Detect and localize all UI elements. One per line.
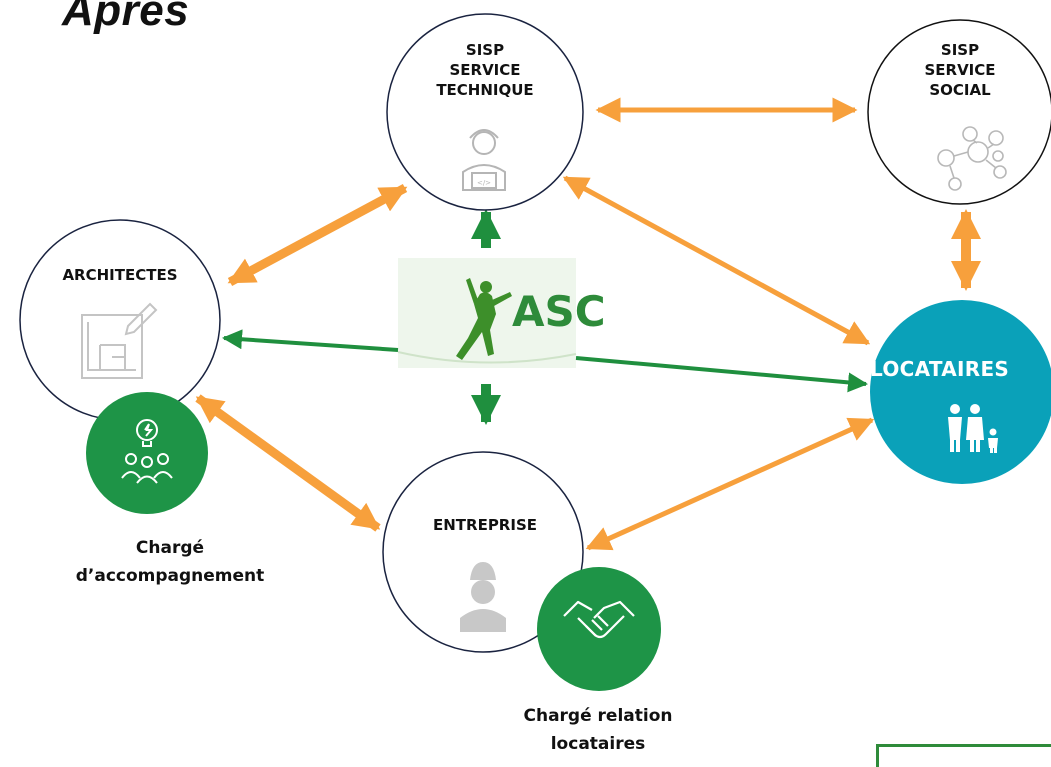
architectes-label: ARCHITECTES bbox=[62, 266, 178, 284]
node-locataires bbox=[870, 300, 1051, 484]
blueprint-pencil-icon bbox=[81, 302, 158, 379]
asc-label: ASC bbox=[512, 287, 606, 336]
tightrope-walker-icon bbox=[456, 278, 512, 360]
asc-arrow-left bbox=[222, 329, 399, 352]
service-technique-label: SISP SERVICE TECHNIQUE bbox=[436, 41, 534, 99]
locataires-label: LOCATAIRES bbox=[870, 357, 1010, 381]
developer-laptop-icon: </> bbox=[462, 129, 506, 191]
role-charge-relation-badge bbox=[537, 567, 661, 691]
link-architectes-entreprise bbox=[195, 394, 381, 532]
worker-helmet-icon bbox=[460, 562, 506, 632]
charge-relation-caption: Chargé relation locataires bbox=[523, 706, 673, 754]
link-technique-locataires bbox=[562, 175, 871, 346]
service-social-label: SISP SERVICE SOCIAL bbox=[924, 41, 996, 99]
charge-accompagnement-caption: Chargé d’accompagnement bbox=[75, 538, 265, 586]
node-entreprise bbox=[382, 451, 584, 653]
link-technique-architectes bbox=[227, 184, 408, 286]
node-service-technique bbox=[386, 13, 584, 211]
frame-corner bbox=[876, 744, 1051, 767]
team-idea-icon bbox=[121, 419, 173, 484]
network-people-icon bbox=[937, 126, 1007, 191]
role-charge-accompagnement-badge bbox=[86, 392, 208, 514]
node-architectes bbox=[19, 219, 221, 421]
link-entreprise-locataires bbox=[585, 417, 875, 551]
page-title: Après bbox=[62, 0, 190, 35]
asc-arrow-right bbox=[575, 356, 868, 393]
handshake-icon bbox=[563, 600, 635, 639]
node-service-social bbox=[867, 19, 1051, 205]
family-icon bbox=[948, 404, 998, 453]
svg-text:</>: </> bbox=[477, 179, 491, 187]
entreprise-label: ENTREPRISE bbox=[432, 516, 537, 534]
tightrope-line bbox=[397, 351, 577, 364]
